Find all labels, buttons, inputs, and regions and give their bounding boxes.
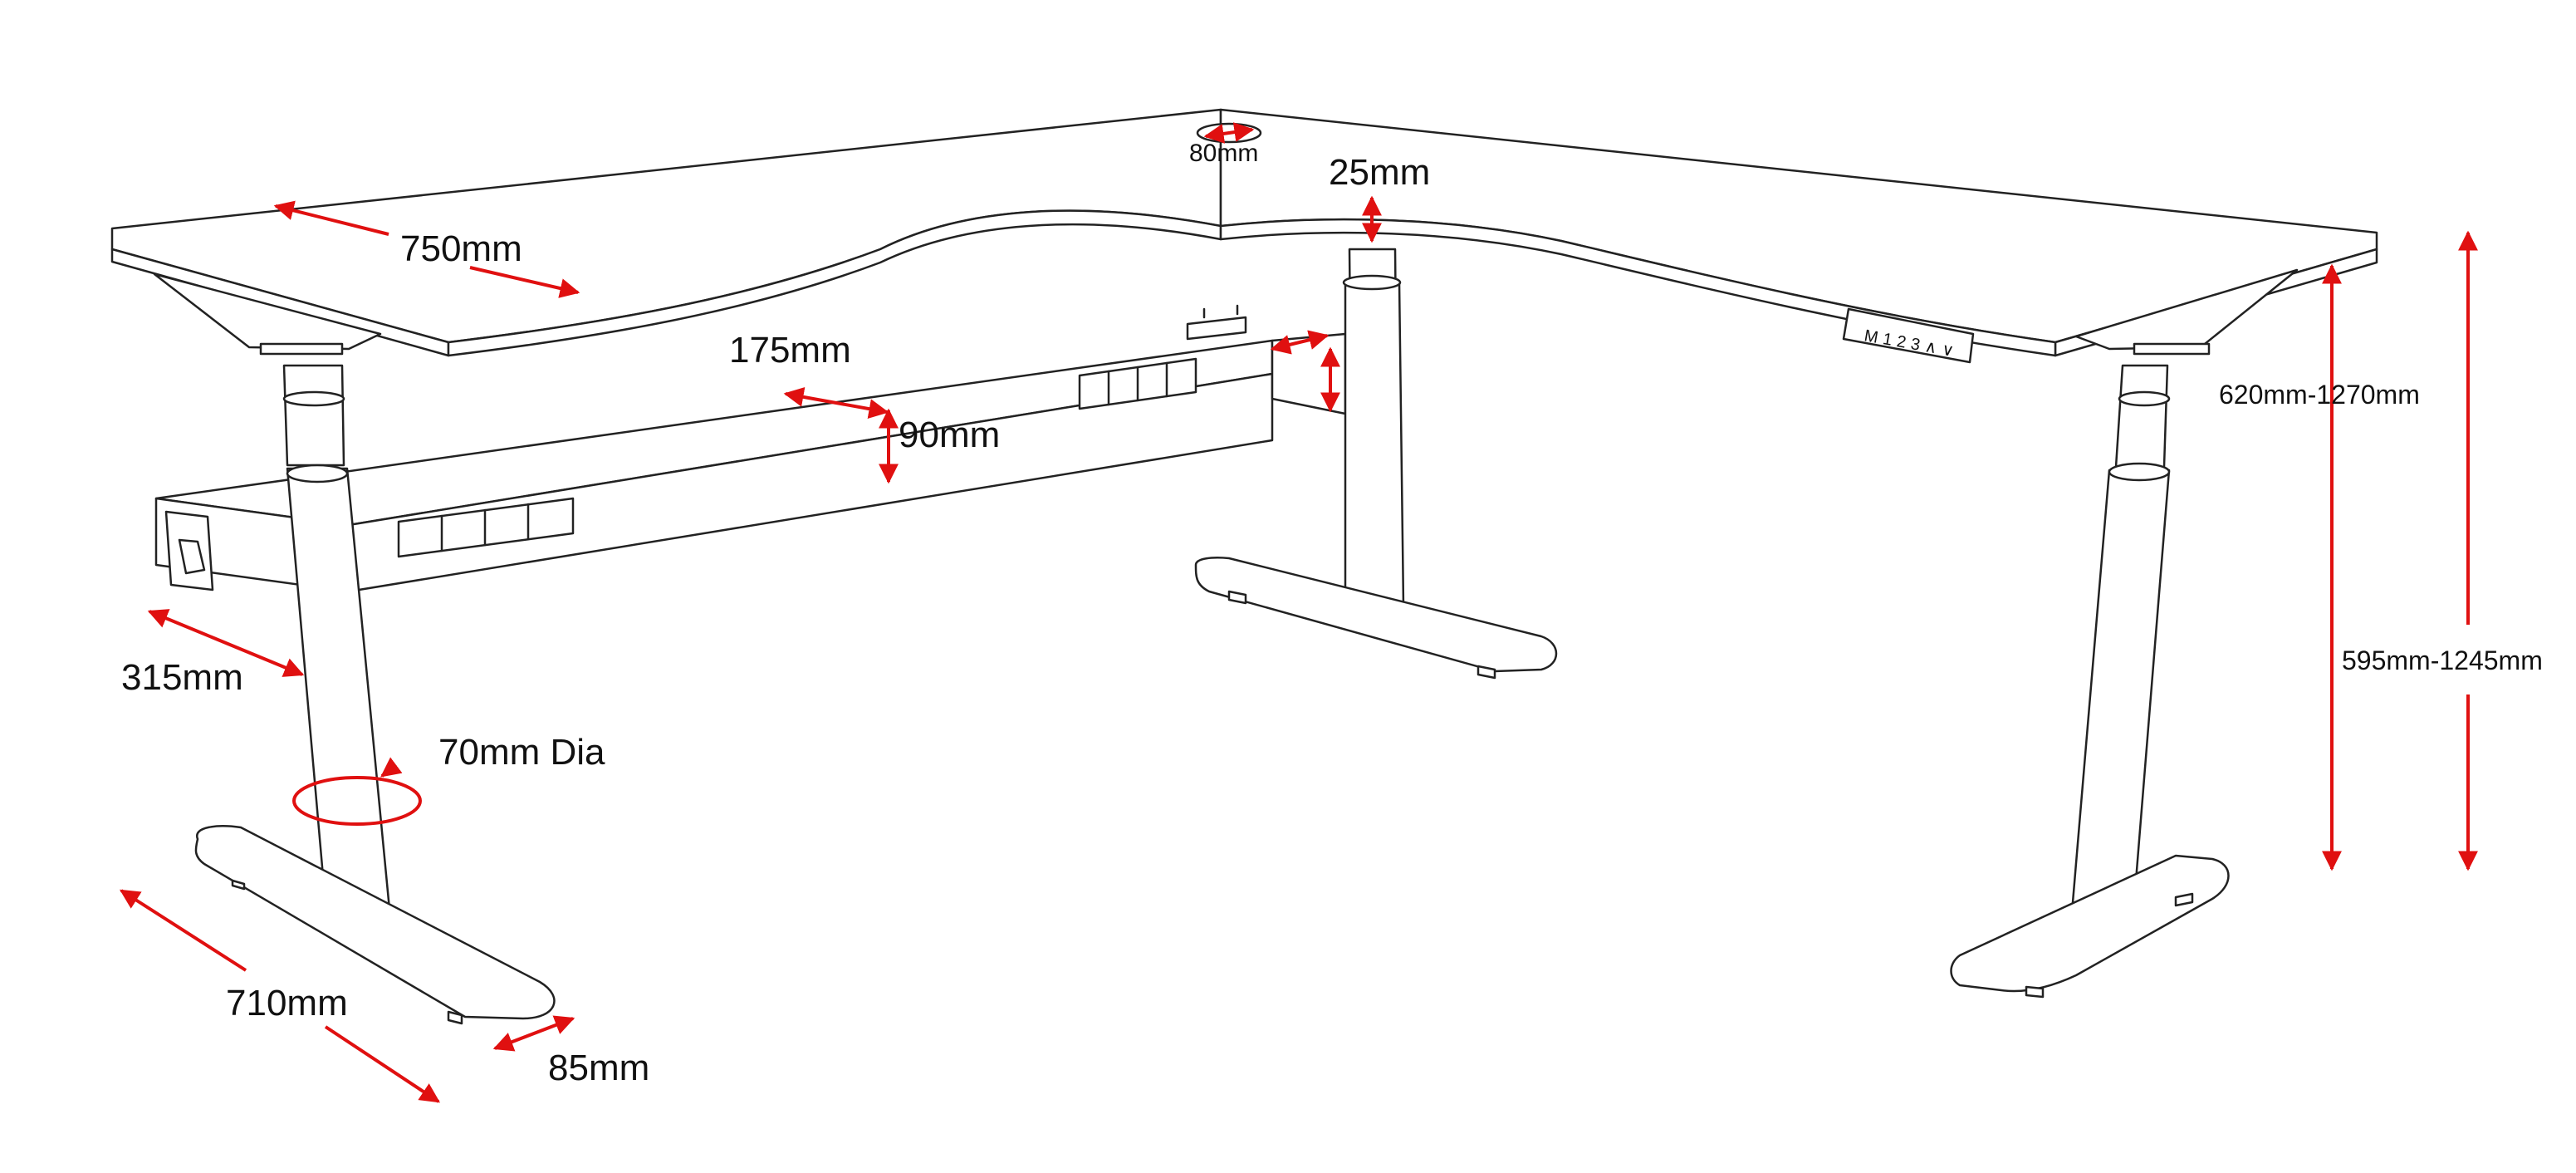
left-leg	[153, 272, 556, 1025]
foot-length-arrow-a	[119, 889, 247, 972]
foot-width-label: 85mm	[548, 1048, 649, 1088]
frame-height-label: 595mm-1245mm	[2342, 645, 2543, 675]
depth-left-arrow-a	[273, 200, 389, 236]
grommet-label: 80mm	[1189, 140, 1258, 167]
top-height-label: 620mm-1270mm	[2219, 380, 2420, 410]
grommet-arrow	[1203, 122, 1255, 144]
dimension-labels: 750mm 80mm 25mm 175mm 90mm 315mm 70mm Di…	[121, 140, 2543, 1088]
right-leg	[1950, 268, 2299, 999]
tray-corner-arrow-a	[1270, 330, 1330, 355]
frame-depth-arrow	[147, 609, 305, 677]
tray-width-label: 175mm	[729, 330, 851, 371]
tray-height-label: 90mm	[899, 415, 1000, 455]
control-panel: M123∧∨	[1842, 307, 1975, 364]
frame-depth-label: 315mm	[121, 657, 243, 698]
top-thickness-label: 25mm	[1329, 152, 1430, 193]
dimension-arrows	[119, 122, 2478, 1103]
depth-left-label: 750mm	[400, 228, 522, 269]
foot-width-arrow	[492, 1015, 575, 1052]
leg-diameter-circle	[292, 776, 422, 826]
leg-diameter-label: 70mm Dia	[438, 732, 605, 773]
left-desktop	[110, 108, 1222, 357]
foot-length-label: 710mm	[226, 983, 348, 1023]
foot-length-arrow-b	[324, 1025, 441, 1103]
leg-diameter-arrow	[380, 757, 403, 778]
depth-left-arrow-b	[469, 266, 580, 298]
corner-leg	[1194, 248, 1558, 680]
tray-width-arrow	[783, 387, 889, 419]
